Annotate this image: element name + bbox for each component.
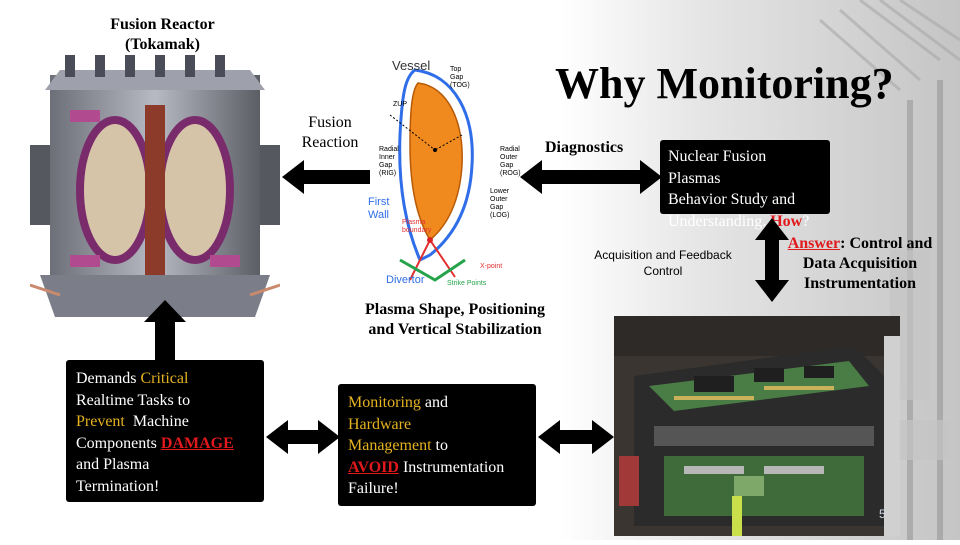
plasma-boundary-line2: boundary: [402, 227, 432, 235]
how-highlight: How: [770, 212, 803, 230]
damage-highlight: DAMAGE: [160, 434, 234, 452]
demands-line6: Termination!: [76, 477, 160, 495]
x-point-label: X-point: [480, 263, 503, 270]
answer-line2: Data Acquisition: [802, 255, 918, 272]
acquisition-arrow: [755, 218, 789, 302]
plasma-boundary-line1: Plasma: [402, 219, 426, 226]
answer-highlight: Answer: [787, 235, 841, 252]
radial-inner-line2: Inner: [379, 154, 395, 162]
strike-points-label: Strike Points: [447, 280, 487, 287]
first-wall-line2: Wall: [368, 208, 389, 221]
radial-outer-line4: (ROG): [500, 170, 521, 178]
top-gap-line1: Top: [450, 66, 462, 73]
vessel-label: Vessel: [392, 58, 431, 73]
demands-line1: Demands Critical: [76, 368, 254, 390]
radial-outer-line3: Gap: [500, 162, 514, 170]
hardware-photo: [614, 316, 900, 536]
fusion-reaction-arrow: [282, 160, 370, 194]
radial-outer-line1: Radial: [500, 146, 520, 153]
demands-line2: Realtime Tasks to: [76, 391, 191, 409]
fusion-reaction-label: Fusion Reaction: [290, 113, 370, 153]
radial-inner-line1: Radial: [379, 146, 399, 153]
monitoring-line4: AVOID Instrumentation: [348, 457, 526, 479]
top-gap-label: Top Gap (TOG): [450, 66, 470, 90]
radial-inner-gap-label: Radial Inner Gap (RIG): [379, 146, 399, 178]
monitoring-text-3: to: [431, 437, 448, 455]
monitoring-text-1: and: [420, 394, 448, 411]
plasma-boundary-label: Plasma boundary: [402, 219, 431, 235]
page-number: 5: [879, 507, 886, 521]
monitoring-hardware-arrow: [538, 420, 614, 454]
answer-block: Answer: Control and Data Acquisition Ins…: [774, 234, 946, 294]
demands-text-3: Machine: [124, 413, 189, 431]
first-wall-line1: First: [368, 196, 390, 208]
slide-title: Why Monitoring?: [555, 59, 894, 108]
diagnostics-arrow: [520, 160, 662, 194]
lower-outer-gap-label: Lower Outer Gap (LOG): [490, 188, 509, 220]
diagnostics-label: Diagnostics: [545, 139, 624, 156]
radial-inner-line4: (RIG): [379, 170, 397, 178]
lower-outer-line2: Outer: [490, 196, 508, 204]
demands-monitoring-arrow: [266, 420, 340, 454]
radial-outer-gap-label: Radial Outer Gap (ROG): [500, 146, 521, 178]
demands-box: Demands Critical Realtime Tasks to Preve…: [66, 360, 264, 502]
avoid-highlight: AVOID: [348, 458, 399, 476]
plasma-study-line2: Behavior Study and: [668, 191, 796, 209]
acq-feedback-line1: Acquisition and Feedback: [594, 248, 732, 262]
monitoring-line1: Monitoring and: [348, 392, 526, 414]
zup-label: ZUP: [393, 101, 407, 108]
divertor-label: Divertor: [386, 274, 425, 286]
answer-line1: Answer: Control and: [774, 234, 946, 254]
monitoring-box: Monitoring and Hardware Management to AV…: [338, 384, 536, 506]
demands-line3: Prevent Machine: [76, 411, 254, 433]
answer-rest: : Control and: [840, 235, 933, 252]
plasma-shape-label: Plasma Shape, Positioning and Vertical S…: [340, 300, 570, 340]
lower-outer-line4: (LOG): [490, 212, 510, 220]
monitoring-line5: Failure!: [348, 480, 399, 498]
fusion-reaction-line2: Reaction: [301, 134, 359, 151]
first-wall-label: First Wall: [368, 196, 389, 221]
plasma-shape-line1: Plasma Shape, Positioning: [364, 301, 546, 318]
fusion-reaction-line1: Fusion: [308, 114, 352, 131]
acq-feedback-line2: Control: [643, 263, 683, 278]
tokamak-image: [30, 55, 280, 317]
reactor-label-line1: Fusion Reactor: [110, 16, 215, 33]
reactor-label-line2: (Tokamak): [125, 36, 200, 53]
demands-text-1: Demands: [76, 370, 141, 387]
radial-inner-line3: Gap: [379, 162, 393, 170]
top-gap-line2: Gap: [450, 74, 464, 82]
answer-line3: Instrumentation: [803, 275, 916, 292]
lower-outer-line3: Gap: [490, 204, 504, 212]
monitoring-text-4: Instrumentation: [398, 458, 505, 476]
top-gap-line3: (TOG): [450, 82, 470, 90]
plasma-study-box: Nuclear Fusion Plasmas Behavior Study an…: [660, 140, 830, 230]
radial-outer-line2: Outer: [500, 154, 518, 162]
acq-feedback-label: Acquisition and Feedback Control: [583, 248, 743, 279]
management-highlight: Management: [348, 437, 432, 455]
question-mark: ?: [802, 212, 810, 230]
lower-outer-line1: Lower: [490, 188, 510, 195]
plasma-study-text: Understanding.: [668, 212, 771, 230]
demands-line5: and Plasma: [76, 456, 150, 474]
plasma-study-line1: Nuclear Fusion Plasmas: [668, 148, 767, 187]
plasma-shape-line2: and Vertical Stabilization: [368, 321, 542, 338]
plasma-diagram: [380, 65, 480, 285]
hardware-highlight: Hardware: [348, 415, 412, 433]
monitoring-line3: Management to: [348, 435, 526, 457]
plasma-study-line3: Understanding. How?: [668, 211, 822, 233]
monitoring-highlight: Monitoring: [348, 394, 421, 411]
demands-text-4: Components: [76, 434, 161, 452]
prevent-highlight: Prevent: [76, 413, 125, 431]
demands-line4: Components DAMAGE: [76, 433, 254, 455]
reactor-label: Fusion Reactor (Tokamak): [95, 15, 230, 55]
critical-highlight: Critical: [140, 370, 189, 387]
demands-up-arrow: [144, 300, 186, 360]
